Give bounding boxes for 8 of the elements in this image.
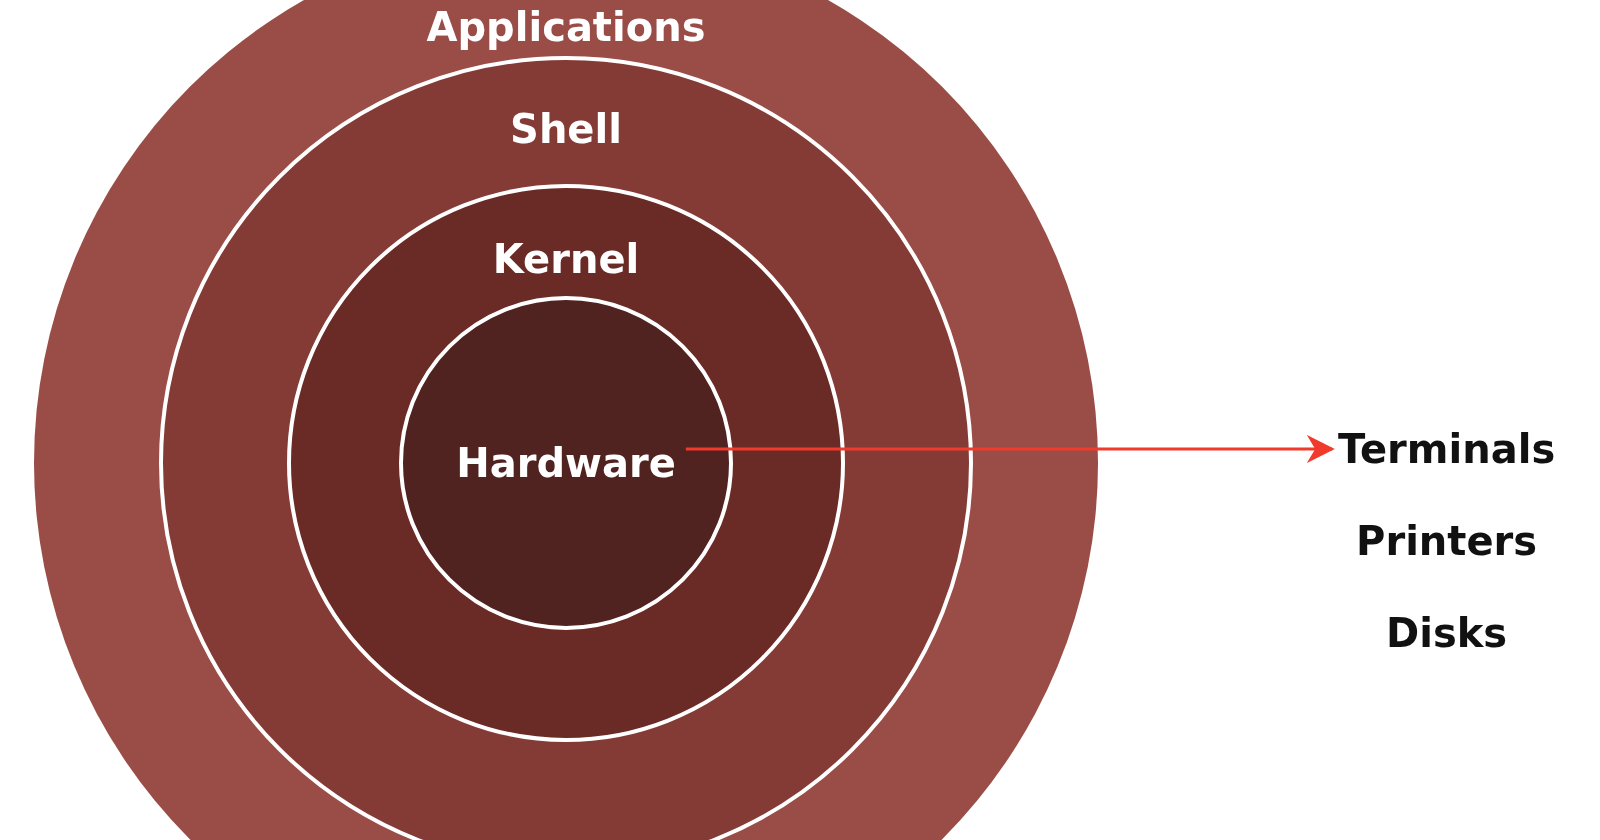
device-label: Disks: [1386, 609, 1508, 657]
device-label: Printers: [1356, 517, 1538, 565]
layer-label: Applications: [426, 4, 706, 50]
layer-label: Hardware: [456, 440, 676, 486]
device-label: Terminals: [1338, 425, 1556, 473]
layer-label: Kernel: [492, 236, 640, 282]
layer-label: Shell: [510, 106, 622, 152]
arrow: [685, 435, 1335, 463]
